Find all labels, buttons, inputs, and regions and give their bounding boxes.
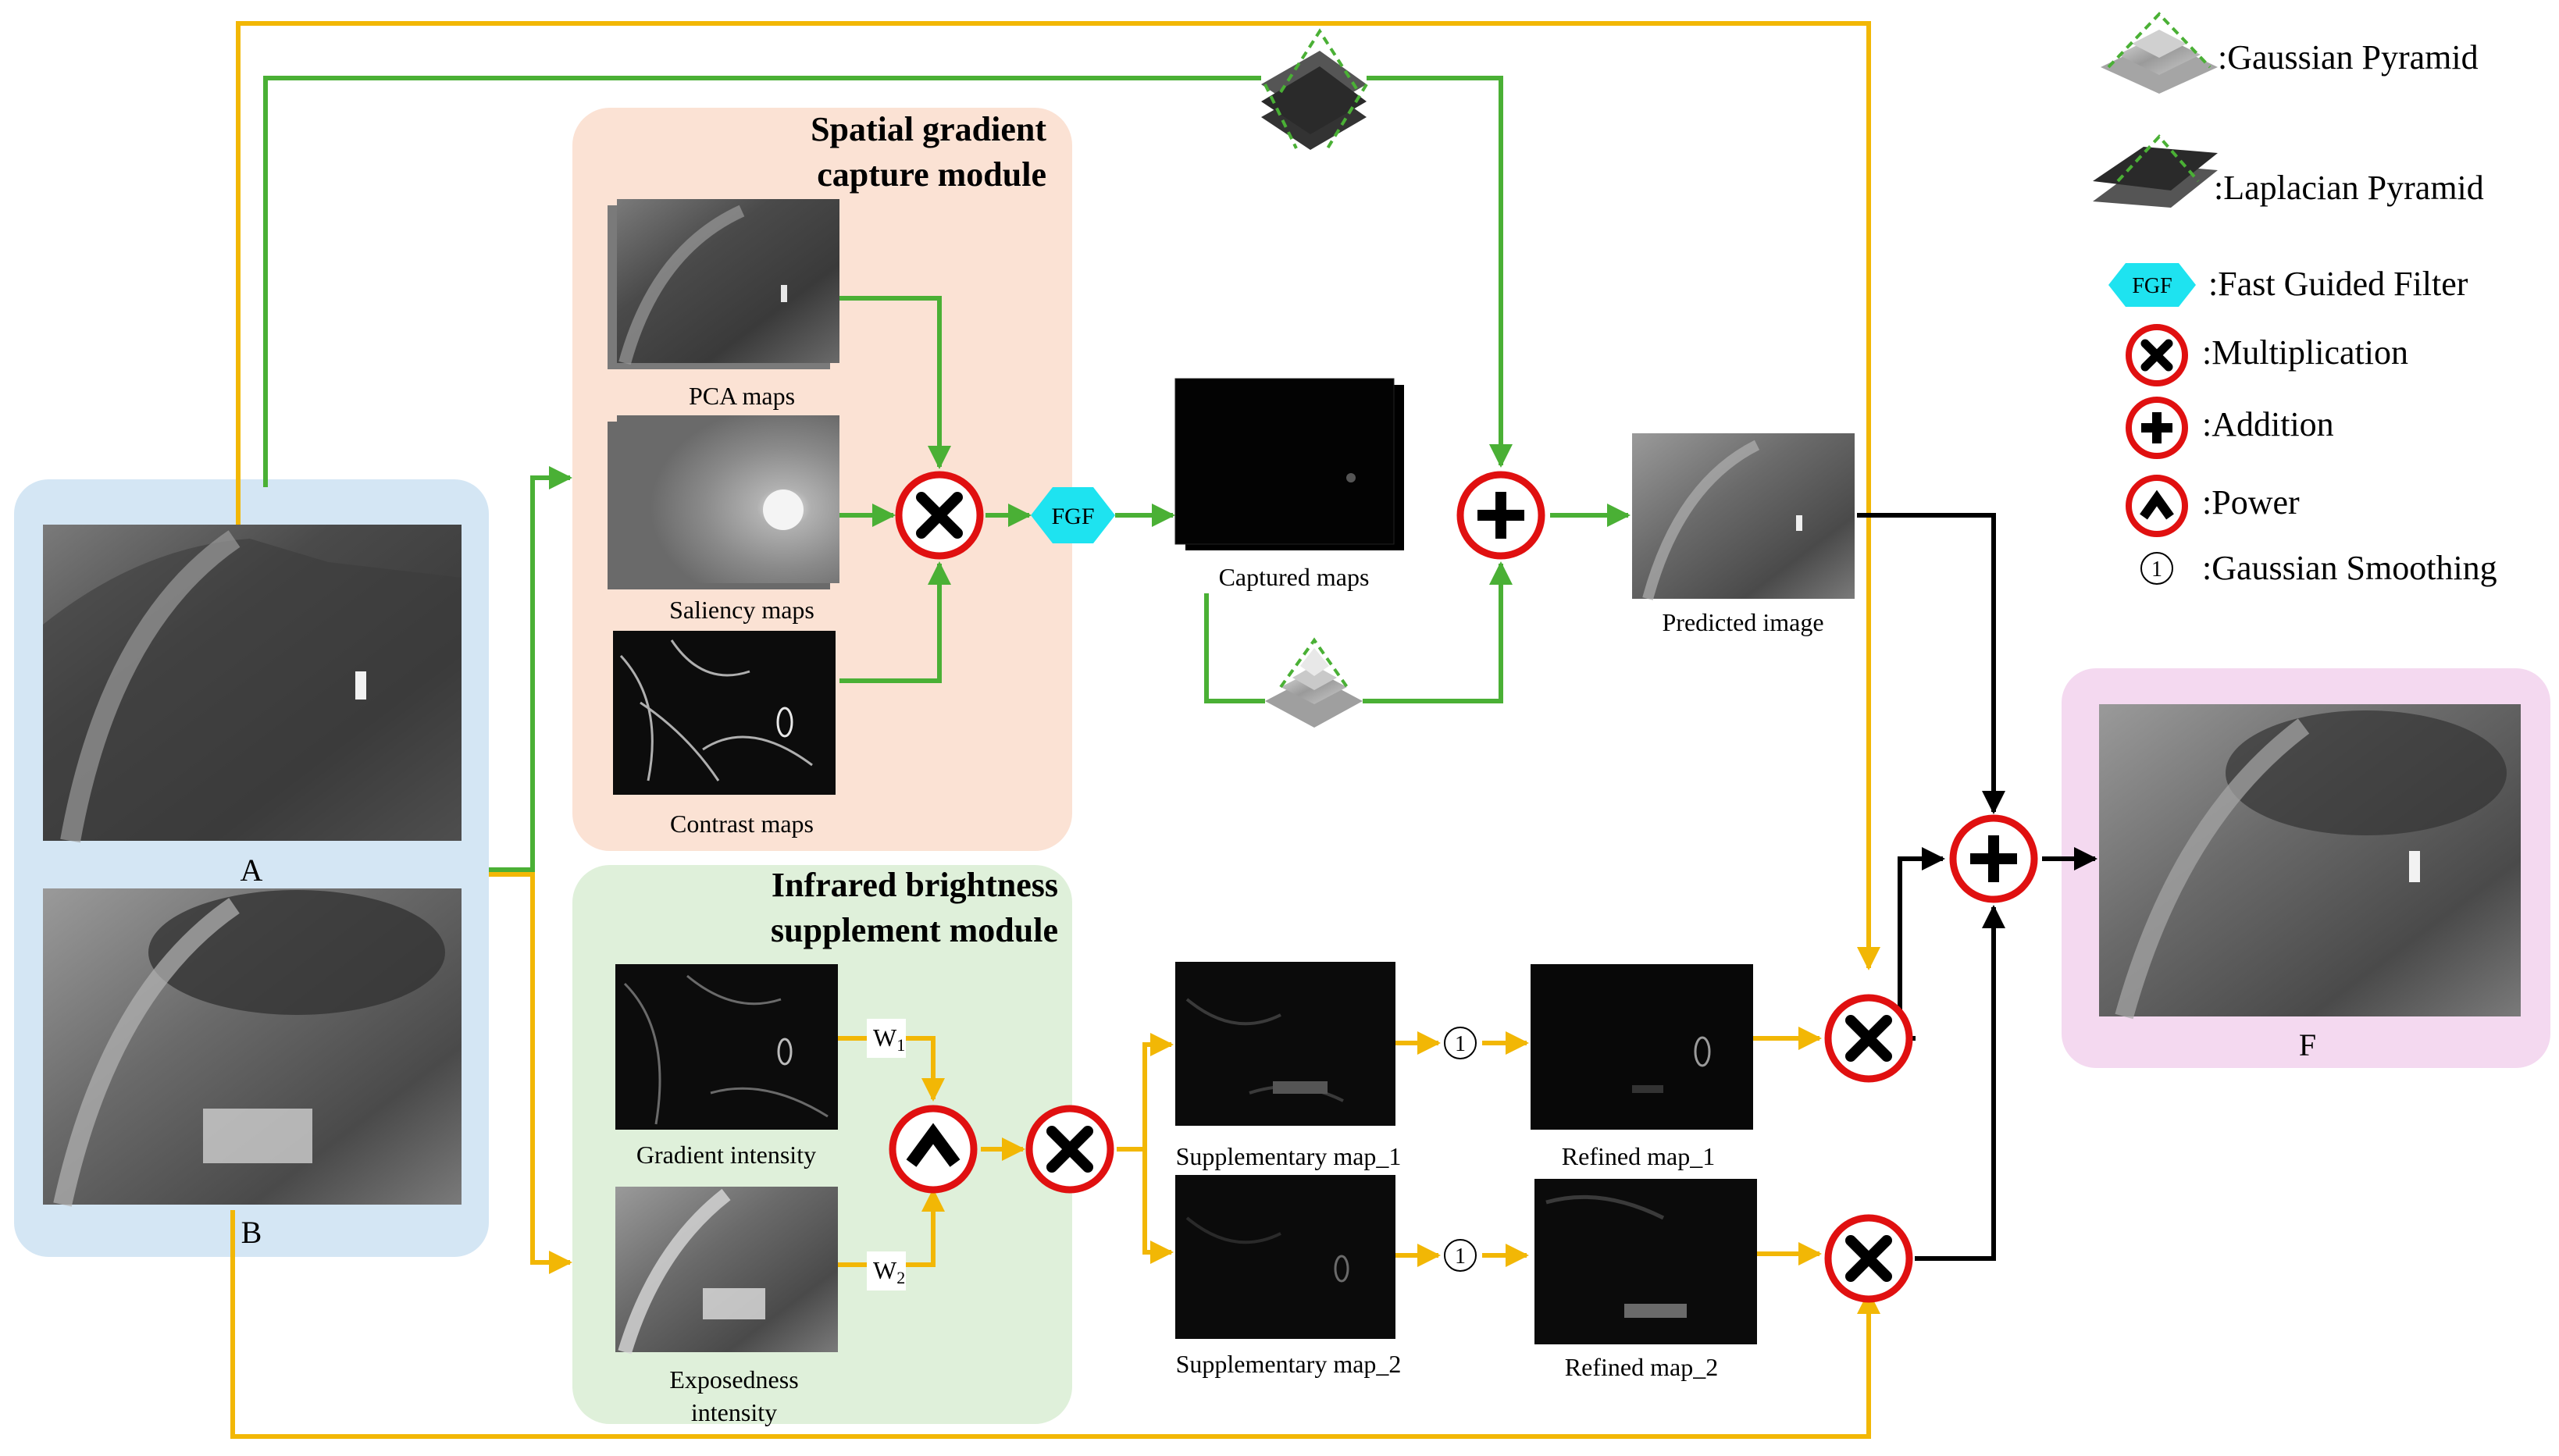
refined2-multiply-operator: [1824, 1214, 1913, 1303]
legend-power-icon: [2126, 475, 2188, 537]
spatial-module-title-2: capture module: [817, 155, 1046, 194]
saliency-maps-label: Saliency maps: [669, 596, 814, 624]
captured-maps-label: Captured maps: [1219, 563, 1370, 591]
legend-laplacian-pyramid-icon: [2093, 134, 2218, 208]
black-path-refined1-product-to-final-add: [1898, 847, 1945, 1041]
refined-map-1-image: [1531, 964, 1753, 1130]
gradient-intensity-label: Gradient intensity: [636, 1141, 816, 1169]
spatial-addition-operator: [1456, 471, 1545, 560]
spatial-multiply-operator: [895, 471, 984, 560]
supplementary-map-1-image: [1175, 962, 1395, 1126]
refined-map-1-label: Refined map_1: [1562, 1142, 1715, 1170]
legend-smoothing-symbol: 1: [2151, 557, 2162, 582]
exposedness-label-1: Exposedness: [669, 1365, 798, 1394]
output-image-f: [2099, 704, 2521, 1020]
infrared-multiply-operator: [1025, 1105, 1114, 1194]
w1-weight-label: W1: [867, 1019, 906, 1058]
yellow-path-inputs-to-infrared-module: [489, 872, 572, 1274]
green-path-inputs-to-spatial-module: [489, 466, 572, 872]
fgf-label: FGF: [1051, 504, 1094, 529]
legend-gaussian-smoothing-text: :Gaussian Smoothing: [2202, 549, 2497, 587]
refined1-multiply-operator: [1824, 994, 1913, 1083]
power-operator: [889, 1105, 978, 1194]
green-path-gaussian-to-addition: [1363, 561, 1513, 703]
legend-laplacian-pyramid-text: :Laplacian Pyramid: [2214, 169, 2484, 207]
black-path-predicted-to-final-add: [1857, 513, 2005, 814]
legend-fgf-icon-label: FGF: [2132, 274, 2172, 298]
green-path-laplacian-to-addition: [1367, 76, 1513, 468]
legend-addition-icon: [2126, 397, 2188, 459]
svg-text:W2: W2: [873, 1256, 905, 1287]
predicted-image: [1632, 433, 1855, 600]
legend-multiplication-text: :Multiplication: [2202, 333, 2408, 372]
gaussian-smoothing-1: 1: [1444, 1027, 1477, 1059]
final-addition-operator: [1949, 814, 2038, 903]
image-a-label: A: [241, 853, 263, 888]
smoothing-1-label: 1: [1455, 1032, 1466, 1056]
infrared-module-title-1: Infrared brightness: [772, 866, 1058, 904]
predicted-image-label: Predicted image: [1662, 608, 1823, 636]
exposedness-label-2: intensity: [691, 1398, 777, 1426]
green-path-a-to-laplacian: [263, 76, 1261, 487]
gaussian-pyramid-mid: [1265, 637, 1363, 728]
image-b-label: B: [241, 1215, 262, 1250]
w1-base: W: [873, 1023, 897, 1052]
exposedness-intensity-image: [615, 1187, 838, 1355]
saliency-maps-image: [608, 415, 839, 589]
refined-map-2-label: Refined map_2: [1565, 1353, 1718, 1381]
output-f-label: F: [2299, 1027, 2316, 1063]
supplementary-map-2-image: [1175, 1175, 1395, 1339]
yellow-path-multiply-to-supp1: [1117, 1033, 1174, 1152]
w1-sub: 1: [896, 1035, 905, 1055]
spatial-module-title-1: Spatial gradient: [811, 110, 1046, 148]
image-a: [43, 525, 462, 843]
pca-maps-label: PCA maps: [689, 382, 795, 410]
w2-base: W: [873, 1256, 897, 1284]
black-path-refined2-product-to-final-add: [1915, 905, 2005, 1261]
legend-power-text: :Power: [2202, 483, 2300, 522]
gaussian-smoothing-2: 1: [1444, 1239, 1477, 1272]
legend-gaussian-smoothing-icon: 1: [2140, 552, 2173, 585]
legend-fast-guided-filter-text: :Fast Guided Filter: [2208, 265, 2468, 303]
green-path-contrast-to-multiply: [839, 561, 951, 683]
supplementary-map-2-label: Supplementary map_2: [1176, 1350, 1402, 1378]
w2-sub: 2: [896, 1268, 905, 1287]
w2-weight-label: W2: [867, 1251, 906, 1290]
laplacian-pyramid-top: [1261, 28, 1368, 150]
legend-gaussian-pyramid-text: :Gaussian Pyramid: [2218, 38, 2479, 77]
supplementary-map-1-label: Supplementary map_1: [1176, 1142, 1402, 1170]
svg-text:W1: W1: [873, 1023, 905, 1055]
green-path-captured-to-gaussian: [1204, 593, 1265, 703]
yellow-path-multiply-to-supp2: [1142, 1149, 1174, 1264]
green-path-pca-to-multiply: [839, 296, 951, 469]
image-b: [43, 888, 462, 1207]
contrast-maps-label: Contrast maps: [670, 810, 814, 838]
fgf-operator: FGF: [1031, 487, 1115, 543]
smoothing-2-label: 1: [1455, 1244, 1466, 1269]
contrast-maps-image: [613, 631, 836, 795]
legend-gaussian-pyramid-icon: [2101, 12, 2218, 94]
refined-map-2-image: [1534, 1179, 1757, 1344]
infrared-module-title-2: supplement module: [771, 911, 1058, 949]
legend-fgf-icon: FGF: [2108, 263, 2196, 307]
captured-maps-image: [1174, 378, 1404, 550]
yellow-path-a-to-refined1-multiply: [236, 21, 1880, 970]
yellow-path-b-to-refined2-multiply: [230, 1210, 1880, 1439]
gradient-intensity-image: [615, 964, 838, 1130]
legend-addition-text: :Addition: [2202, 405, 2334, 443]
legend-multiplication-icon: [2126, 324, 2188, 386]
pca-maps-image: [608, 199, 839, 369]
